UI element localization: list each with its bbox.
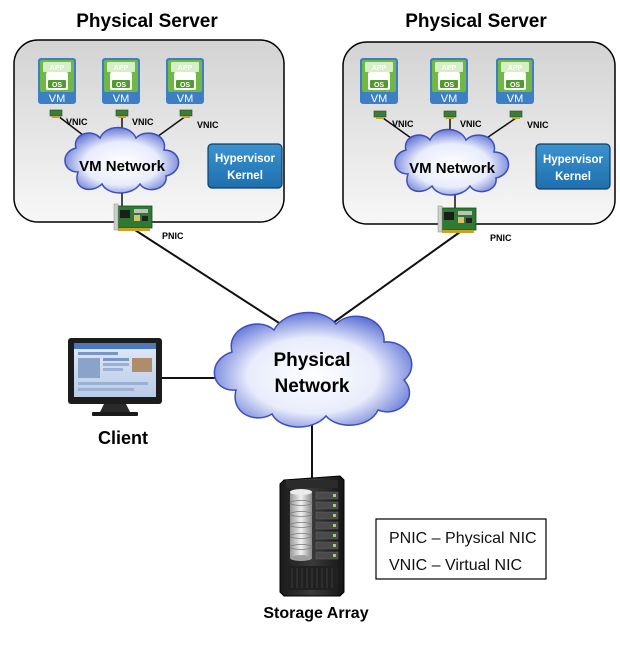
vnic-label: VNIC	[392, 119, 414, 129]
vm-label: VM	[49, 93, 66, 105]
pnic-label: PNIC	[490, 233, 512, 243]
vm-label: VM	[177, 93, 194, 105]
vm-label: VM	[441, 93, 458, 105]
hypervisor-kernel-box: Hypervisor Kernel	[207, 143, 283, 189]
vm-2[interactable]: APP OS VM	[430, 58, 468, 105]
pnic-card-icon	[113, 203, 153, 232]
vm-os-tag: OS	[116, 82, 126, 89]
vm-1[interactable]: APP OS VM	[360, 58, 398, 105]
storage-array-label: Storage Array	[263, 605, 368, 622]
vnic-label: VNIC	[460, 119, 482, 129]
monitor-icon	[68, 338, 162, 416]
kernel-label: Kernel	[227, 170, 263, 182]
legend-box: PNIC – Physical NIC VNIC – Virtual NIC	[375, 518, 547, 580]
vm-app-tag: APP	[50, 65, 65, 72]
server-title: Physical Server	[76, 11, 218, 32]
hypervisor-kernel-box: Hypervisor Kernel	[535, 143, 611, 190]
vm-3[interactable]: APP OS VM	[166, 58, 204, 105]
vm-label: VM	[371, 93, 388, 105]
vnic-label: VNIC	[66, 117, 88, 127]
vm-os-tag: OS	[52, 82, 62, 89]
vnic-label: VNIC	[132, 117, 154, 127]
vm-os-tag: OS	[180, 82, 190, 89]
link-right-server-to-physical-network	[329, 231, 461, 326]
storage-array-node[interactable]: Storage Array	[263, 475, 369, 622]
network-links	[134, 229, 461, 478]
legend-pnic: PNIC – Physical NIC	[389, 530, 537, 547]
vm-network-cloud: VM Network	[64, 126, 180, 194]
vm-network-label: VM Network	[79, 158, 166, 175]
legend-vnic: VNIC – Virtual NIC	[389, 557, 522, 574]
vm-network-cloud: VM Network	[394, 128, 510, 196]
storage-rack-icon	[279, 475, 345, 597]
hypervisor-label: Hypervisor	[543, 154, 604, 166]
kernel-label: Kernel	[555, 171, 591, 183]
server-title: Physical Server	[405, 11, 547, 32]
vm-os-tag: OS	[510, 82, 520, 89]
vm-app-tag: APP	[178, 65, 193, 72]
vm-app-tag: APP	[508, 65, 523, 72]
physical-network-label-line1: Physical	[273, 350, 350, 371]
pnic-label: PNIC	[162, 231, 184, 241]
vm-app-tag: APP	[442, 65, 457, 72]
vm-app-tag: APP	[372, 65, 387, 72]
vm-network-label: VM Network	[409, 160, 496, 177]
vm-label: VM	[113, 93, 130, 105]
vm-os-tag: OS	[444, 82, 454, 89]
pnic-card-icon	[437, 205, 477, 234]
link-left-server-to-physical-network	[134, 229, 291, 331]
vnic-label: VNIC	[527, 120, 549, 130]
physical-network-label-line2: Network	[275, 376, 350, 397]
vm-label: VM	[507, 93, 524, 105]
vnic-label: VNIC	[197, 120, 219, 130]
physical-server-left: Physical Server APP OS VM APP OS VM APP …	[13, 11, 285, 241]
client-label: Client	[98, 428, 148, 448]
vm-2[interactable]: APP OS VM	[102, 58, 140, 105]
vm-1[interactable]: APP OS VM	[38, 58, 76, 105]
vm-os-tag: OS	[374, 82, 384, 89]
client-node[interactable]: Client	[68, 338, 162, 448]
hypervisor-label: Hypervisor	[215, 153, 276, 165]
vm-3[interactable]: APP OS VM	[496, 58, 534, 105]
vm-app-tag: APP	[114, 65, 129, 72]
physical-network-cloud: Physical Network	[213, 311, 413, 428]
physical-server-right: Physical Server APP OS VM APP OS VM APP …	[342, 11, 616, 243]
